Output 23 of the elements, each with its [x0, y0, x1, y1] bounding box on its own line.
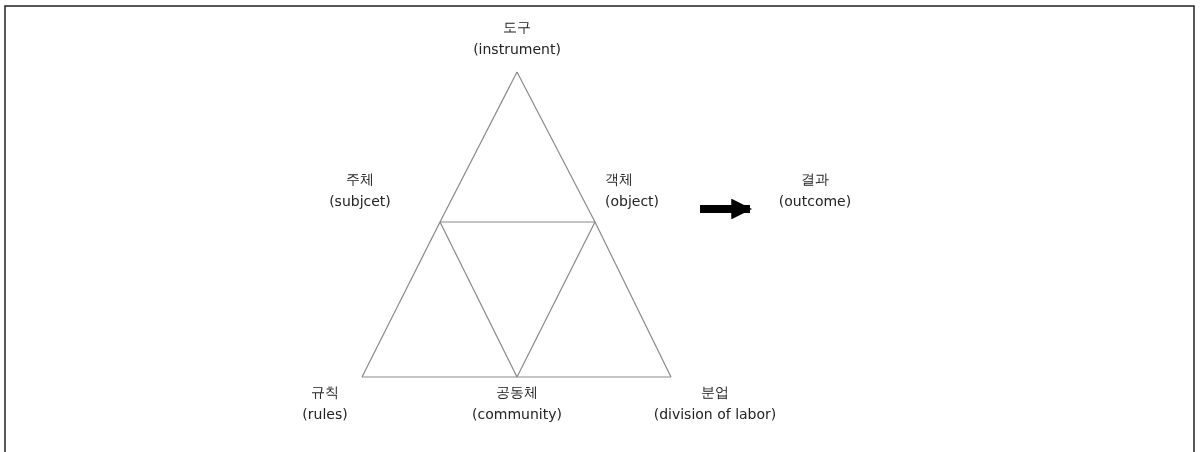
- korean-term: 규칙: [311, 383, 339, 402]
- korean-term: 도구: [503, 18, 531, 37]
- korean-term: 분업: [701, 383, 729, 402]
- korean-term: 결과: [801, 170, 829, 189]
- english-term: (division of labor): [653, 405, 777, 424]
- english-term: (outcome): [778, 192, 852, 211]
- triangle-line: [439, 221, 596, 223]
- english-term: (instrument): [473, 40, 561, 59]
- triangle-line: [594, 221, 672, 378]
- english-term: (subjcet): [329, 192, 391, 211]
- korean-term: 공동체: [496, 383, 538, 402]
- english-term: (object): [605, 192, 660, 211]
- korean-term: 주체: [346, 170, 374, 189]
- triangle-line: [361, 376, 518, 378]
- triangle-line: [439, 71, 518, 223]
- triangle-line: [516, 376, 672, 378]
- triangle-line: [439, 221, 518, 378]
- triangle-line: [516, 221, 596, 378]
- triangle-line: [361, 221, 441, 378]
- english-term: (rules): [302, 405, 348, 424]
- triangle-line: [516, 71, 596, 223]
- korean-term: 객체: [605, 170, 633, 189]
- english-term: (community): [472, 405, 562, 424]
